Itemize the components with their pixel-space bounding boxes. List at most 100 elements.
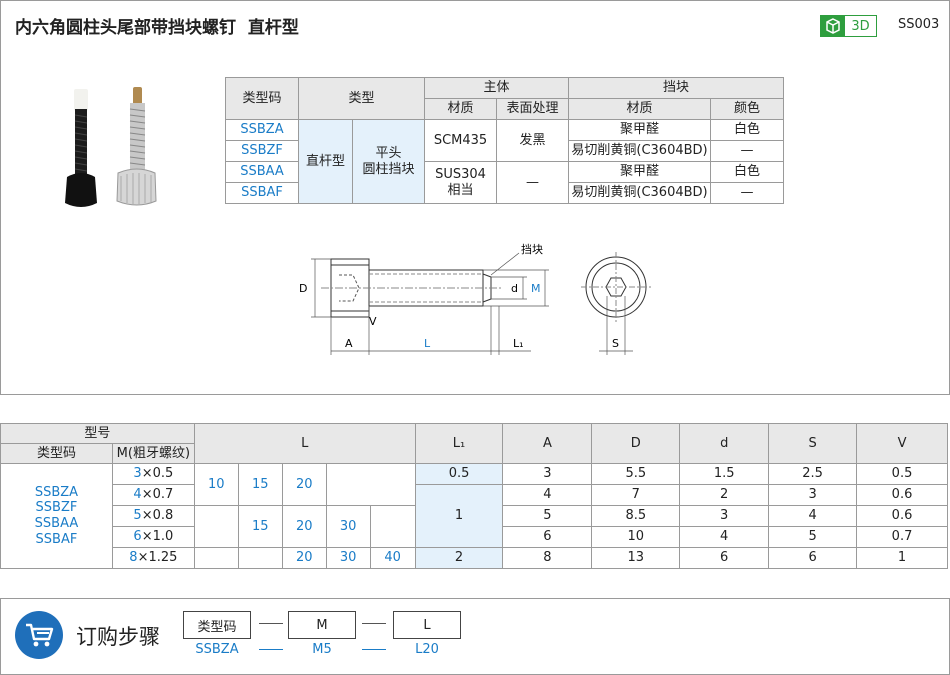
S-cell: 2.5 bbox=[768, 463, 858, 485]
order-box-l: L bbox=[393, 611, 461, 639]
A-cell: 6 bbox=[502, 526, 593, 548]
stopper-material-cell: 聚甲醛 bbox=[568, 161, 711, 183]
L-value[interactable]: 10 bbox=[193, 463, 239, 506]
product-panel: 内六角圆柱头尾部带挡块螺钉 直杆型 3D SS003 bbox=[0, 0, 950, 395]
color-cell: — bbox=[710, 182, 784, 204]
type-code-cell[interactable]: SSBAF bbox=[225, 182, 299, 204]
V-cell: 0.6 bbox=[856, 484, 948, 506]
header-stopper: 挡块 bbox=[568, 77, 784, 99]
header-L: L bbox=[193, 423, 416, 464]
type-shape-cell: 直杆型 bbox=[298, 119, 353, 204]
separator bbox=[362, 649, 386, 650]
L-value[interactable]: 20 bbox=[281, 505, 327, 548]
stopper-label: 挡块 bbox=[521, 242, 543, 256]
separator bbox=[362, 623, 386, 624]
D-cell: 13 bbox=[591, 547, 681, 569]
header-body: 主体 bbox=[424, 77, 569, 99]
cube-icon bbox=[821, 16, 845, 36]
order-box-m: M bbox=[288, 611, 356, 639]
L-value[interactable]: 20 bbox=[281, 547, 327, 569]
S-cell: 6 bbox=[768, 547, 858, 569]
cart-icon bbox=[15, 611, 63, 659]
header-model: 型号 bbox=[0, 423, 195, 444]
L-value[interactable]: 15 bbox=[237, 463, 283, 506]
L-value[interactable]: 30 bbox=[325, 505, 371, 548]
header-L1: L₁ bbox=[414, 423, 504, 464]
3d-model-button[interactable]: 3D bbox=[820, 15, 877, 37]
technical-drawing: D d M 挡块 V A L L₁ S bbox=[299, 242, 651, 355]
separator bbox=[259, 623, 283, 624]
header-type: 类型 bbox=[298, 77, 425, 120]
dim-A-label: A bbox=[345, 337, 353, 350]
d-cell: 3 bbox=[679, 505, 770, 527]
L-value bbox=[193, 547, 239, 569]
D-cell: 10 bbox=[591, 526, 681, 548]
order-panel: 订购步骤 类型码 M L SSBZA M5 L20 bbox=[0, 598, 950, 675]
A-cell: 8 bbox=[502, 547, 593, 569]
header-S: S bbox=[768, 423, 858, 464]
D-cell: 8.5 bbox=[591, 505, 681, 527]
type-code-list[interactable]: SSBZA SSBZF SSBAA SSBAF bbox=[0, 463, 113, 569]
body-material-cell: SUS304 相当 bbox=[424, 161, 497, 204]
V-cell: 0.6 bbox=[856, 505, 948, 527]
header-color: 颜色 bbox=[710, 98, 784, 120]
L-value bbox=[237, 547, 283, 569]
S-cell: 4 bbox=[768, 505, 858, 527]
header-type-code: 类型码 bbox=[0, 443, 113, 464]
order-example-l: L20 bbox=[415, 642, 439, 657]
A-cell: 3 bbox=[502, 463, 593, 485]
type-code-cell[interactable]: SSBZA bbox=[225, 119, 299, 141]
type-code-cell[interactable]: SSBAA bbox=[225, 161, 299, 183]
d-cell: 1.5 bbox=[679, 463, 770, 485]
L-value bbox=[325, 463, 416, 506]
order-example-code: SSBZA bbox=[195, 642, 239, 657]
L-value bbox=[369, 505, 416, 548]
color-cell: — bbox=[710, 140, 784, 162]
header-M: M(粗牙螺纹) bbox=[111, 443, 195, 464]
dim-V-label: V bbox=[369, 315, 377, 328]
m-size-cell: 4×0.7 bbox=[111, 484, 195, 506]
body-material-cell: SCM435 bbox=[424, 119, 497, 162]
D-cell: 7 bbox=[591, 484, 681, 506]
header-D: D bbox=[591, 423, 681, 464]
color-cell: 白色 bbox=[710, 119, 784, 141]
spec-table: 类型码 类型 主体 挡块 材质 表面处理 材质 颜色 SSBZA 直杆型 平头 … bbox=[225, 77, 784, 204]
S-cell: 3 bbox=[768, 484, 858, 506]
L-value[interactable]: 20 bbox=[281, 463, 327, 506]
order-example-m: M5 bbox=[312, 642, 332, 657]
A-cell: 4 bbox=[502, 484, 593, 506]
stopper-material-cell: 易切削黄铜(C3604BD) bbox=[568, 182, 711, 204]
color-cell: 白色 bbox=[710, 161, 784, 183]
m-size-cell: 8×1.25 bbox=[111, 547, 195, 569]
product-photo bbox=[65, 87, 157, 207]
D-cell: 5.5 bbox=[591, 463, 681, 485]
surface-cell: — bbox=[496, 161, 569, 204]
V-cell: 0.7 bbox=[856, 526, 948, 548]
type-stopper-cell: 平头 圆柱挡块 bbox=[352, 119, 425, 204]
order-title: 订购步骤 bbox=[76, 625, 160, 649]
header-stopper-material: 材质 bbox=[568, 98, 711, 120]
header-surface: 表面处理 bbox=[496, 98, 569, 120]
V-cell: 0.5 bbox=[856, 463, 948, 485]
L-value bbox=[193, 505, 239, 548]
separator bbox=[259, 649, 283, 650]
stopper-material-cell: 易切削黄铜(C3604BD) bbox=[568, 140, 711, 162]
d-cell: 6 bbox=[679, 547, 770, 569]
order-box-type-code: 类型码 bbox=[183, 611, 251, 639]
type-code-cell[interactable]: SSBZF bbox=[225, 140, 299, 162]
dim-D-label: D bbox=[299, 282, 307, 295]
m-size-cell: 3×0.5 bbox=[111, 463, 195, 485]
V-cell: 1 bbox=[856, 547, 948, 569]
L1-cell: 1 bbox=[414, 484, 504, 548]
m-size-cell: 6×1.0 bbox=[111, 526, 195, 548]
L-value[interactable]: 15 bbox=[237, 505, 283, 548]
d-cell: 2 bbox=[679, 484, 770, 506]
L-value[interactable]: 30 bbox=[325, 547, 371, 569]
header-d: d bbox=[679, 423, 770, 464]
L-value[interactable]: 40 bbox=[369, 547, 416, 569]
header-V: V bbox=[856, 423, 948, 464]
header-A: A bbox=[502, 423, 593, 464]
m-size-cell: 5×0.8 bbox=[111, 505, 195, 527]
3d-label: 3D bbox=[851, 18, 870, 34]
dim-d-label: d bbox=[511, 282, 518, 295]
